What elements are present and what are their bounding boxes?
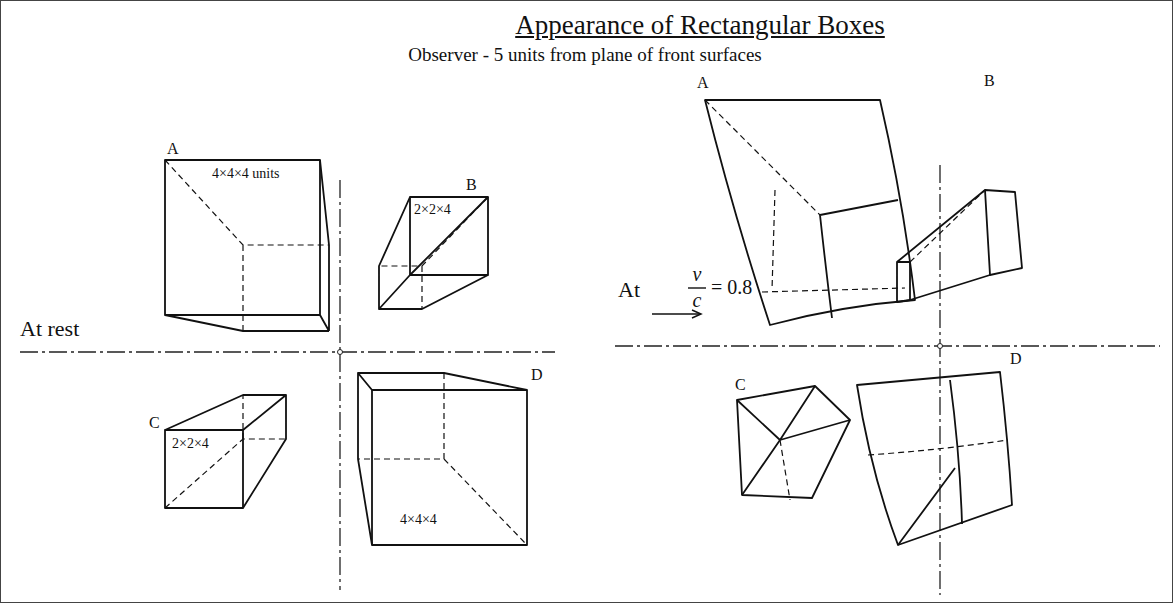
origin xyxy=(938,344,943,349)
box-letter: B xyxy=(466,176,477,194)
dimension: 2×2×4 xyxy=(172,436,209,452)
box-at-rest xyxy=(165,160,527,545)
origin xyxy=(338,350,343,355)
motion-arrow xyxy=(652,310,701,318)
fraction-part: c xyxy=(693,289,702,312)
subtitle: Observer - 5 units from plane of front s… xyxy=(408,44,762,66)
box-letter: D xyxy=(531,366,543,384)
box-letter: A xyxy=(697,74,709,92)
hidden-edge xyxy=(165,160,527,545)
box-letter: A xyxy=(167,140,179,158)
hidden-edge xyxy=(705,100,1008,500)
box-in-motion xyxy=(705,100,1022,545)
title: Appearance of Rectangular Boxes xyxy=(515,10,885,41)
state-label: = 0.8 xyxy=(711,276,752,299)
box-letter: C xyxy=(735,376,746,394)
dimension: 4×4×4 units xyxy=(212,166,280,182)
box-letter: D xyxy=(1010,350,1022,368)
box-letter: B xyxy=(984,72,995,90)
fraction-bar xyxy=(688,287,706,288)
dimension: 4×4×4 xyxy=(400,512,437,528)
axes xyxy=(20,165,1160,595)
dimension: 2×2×4 xyxy=(414,202,451,218)
box-letter: C xyxy=(149,414,160,432)
state-label: At xyxy=(618,277,640,302)
state-label: At rest xyxy=(20,316,79,341)
fraction-part: v xyxy=(693,263,702,286)
